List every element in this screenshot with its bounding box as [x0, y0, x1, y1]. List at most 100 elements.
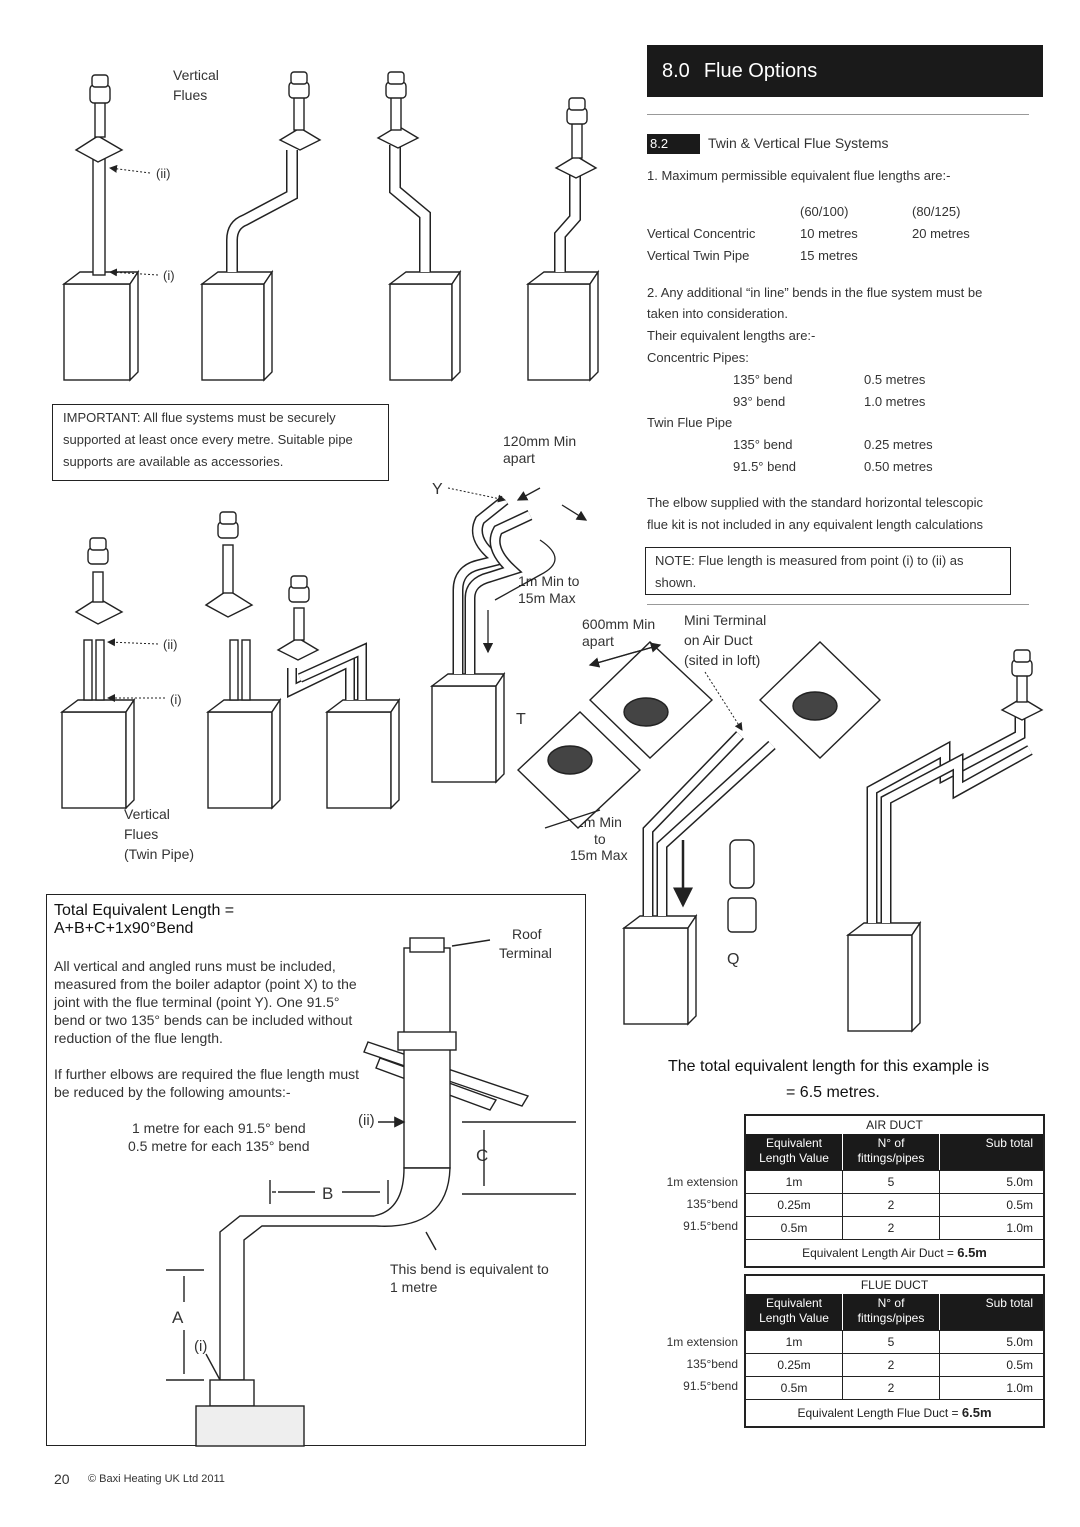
air-duct-caption: AIR DUCT [866, 1118, 923, 1132]
bend-note: 1 metre [390, 1279, 438, 1295]
intro-text: 1. Maximum permissible equivalent flue l… [647, 168, 951, 183]
concentric-value: 1.0 metres [864, 394, 926, 409]
twin-flues-label: Flues [124, 826, 159, 842]
important-box [52, 404, 389, 481]
boiler-twin-3 [276, 575, 401, 810]
section-header: 8.0 Flue Options [647, 45, 1043, 97]
flue-duct-caption: FLUE DUCT [860, 1278, 929, 1292]
roof-terminal-label: Terminal [499, 945, 552, 961]
point-q: Q [727, 951, 740, 968]
row-label: 135°bend [686, 1357, 738, 1371]
roof-terminals [516, 641, 882, 829]
total-title: Total Equivalent Length = [54, 902, 235, 919]
min-120-label: apart [503, 450, 535, 466]
air-duct-total: Equivalent Length Air Duct = 6.5m [746, 1239, 1043, 1266]
subsection-title: Twin & Vertical Flue Systems [708, 135, 889, 151]
min-600-label: apart [582, 633, 614, 649]
note-box-text: NOTE: Flue length is measured from point… [655, 553, 964, 590]
note2-line: taken into consideration. [647, 306, 788, 321]
boiler-twin-2 [204, 511, 282, 810]
label-i: (i) [194, 1338, 208, 1355]
reduction-line: 1 metre for each 91.5° bend [132, 1120, 306, 1136]
lengths-row-v2: 20 metres [912, 226, 970, 241]
min-600-label: 600mm Min [582, 616, 656, 632]
lengths-row-v1: 15 metres [800, 248, 858, 263]
min-120-label: 120mm Min [503, 433, 577, 449]
divider [647, 114, 1029, 115]
example-result: = 6.5 metres. [786, 1084, 880, 1101]
important-box-text: IMPORTANT: All flue systems must be secu… [63, 410, 353, 469]
elbow-note: flue kit is not included in any equivale… [647, 517, 984, 532]
marker-ii: (ii) [163, 637, 178, 652]
mini-terminal-label: on Air Duct [684, 632, 753, 648]
total-text: joint with the flue terminal (point Y). … [54, 994, 340, 1010]
bend-note: This bend is equivalent to [390, 1261, 549, 1277]
note-box [645, 547, 1011, 595]
lengths-col2: (80/125) [912, 204, 961, 219]
copyright: © Baxi Heating UK Ltd 2011 [88, 1473, 225, 1485]
label-ii: (ii) [358, 1112, 375, 1129]
lengths-row-label: Vertical Concentric [647, 226, 756, 241]
boiler-vertical-4 [525, 97, 600, 382]
elbow-note: The elbow supplied with the standard hor… [647, 495, 984, 510]
total-formula: A+B+C+1x90°Bend [54, 920, 194, 937]
mini-terminal-label: (sited in loft) [684, 652, 761, 668]
reduction-line: 0.5 metre for each 135° bend [128, 1138, 310, 1154]
boiler-vertical-2 [199, 71, 322, 382]
table-row: 1m 5 5.0m [746, 1330, 1043, 1353]
twin-value: 0.50 metres [864, 459, 933, 474]
twin-flues-label: (Twin Pipe) [124, 846, 195, 862]
flue-duct-total: Equivalent Length Flue Duct = 6.5m [746, 1399, 1043, 1426]
table-row: 0.5m 2 1.0m [746, 1216, 1043, 1239]
point-y: Y [432, 481, 443, 498]
min-1m-label: 1m Min to [518, 573, 580, 589]
section-number: 8.0 [662, 59, 690, 82]
total-text: bend or two 135° bends can be included w… [54, 1012, 353, 1028]
note2-line: Their equivalent lengths are:- [647, 328, 816, 343]
page-number: 20 [54, 1471, 70, 1487]
row-label: 1m extension [666, 1335, 738, 1349]
example-line: The total equivalent length for this exa… [668, 1058, 990, 1075]
table-row: 0.5m 2 1.0m [746, 1376, 1043, 1399]
twin-heading: Twin Flue Pipe [647, 415, 733, 430]
concentric-value: 0.5 metres [864, 372, 926, 387]
label-b: B [322, 1184, 334, 1203]
lengths-row-v1: 10 metres [800, 226, 858, 241]
boiler-twin-1 [59, 537, 136, 810]
concentric-bend: 135° bend [733, 372, 793, 387]
twin-value: 0.25 metres [864, 437, 933, 452]
row-label: 1m extension [666, 1175, 738, 1189]
vertical-flues-label: Flues [173, 87, 208, 103]
total-text: If further elbows are required the flue … [54, 1066, 360, 1082]
total-length-box [46, 894, 586, 1446]
marker-i: (i) [163, 268, 175, 283]
lengths-col1: (60/100) [800, 204, 849, 219]
lengths-row-label: Vertical Twin Pipe [647, 248, 750, 263]
table-row: 0.25m 2 0.5m [746, 1193, 1043, 1216]
boiler-vertical-3 [376, 71, 462, 382]
marker-i: (i) [170, 692, 182, 707]
max-15m-label: 15m Max [518, 590, 576, 606]
label-c: C [476, 1146, 489, 1165]
to-label: to [594, 831, 606, 847]
total-text: measured from the boiler adaptor (point … [54, 976, 357, 992]
label-a: A [172, 1308, 184, 1327]
vertical-flues-label: Vertical [173, 67, 219, 83]
twin-flues-label: Vertical [124, 806, 170, 822]
table-row: 0.25m 2 0.5m [746, 1353, 1043, 1376]
divider [647, 604, 1029, 605]
twin-bend: 135° bend [733, 437, 793, 452]
table-row: 1m 5 5.0m [746, 1170, 1043, 1193]
section-title: Flue Options [703, 59, 818, 82]
row-label: 91.5°bend [683, 1219, 738, 1233]
total-text: All vertical and angled runs must be inc… [54, 958, 336, 974]
mini-terminal-label: Mini Terminal [684, 612, 767, 628]
subsection-number: 8.2 [647, 134, 700, 154]
roof-terminal-label: Roof [512, 926, 542, 942]
row-label: 135°bend [686, 1197, 738, 1211]
boiler-vertical-1 [61, 74, 140, 382]
concentric-bend: 93° bend [733, 394, 786, 409]
boiler-twin-y [429, 495, 533, 784]
